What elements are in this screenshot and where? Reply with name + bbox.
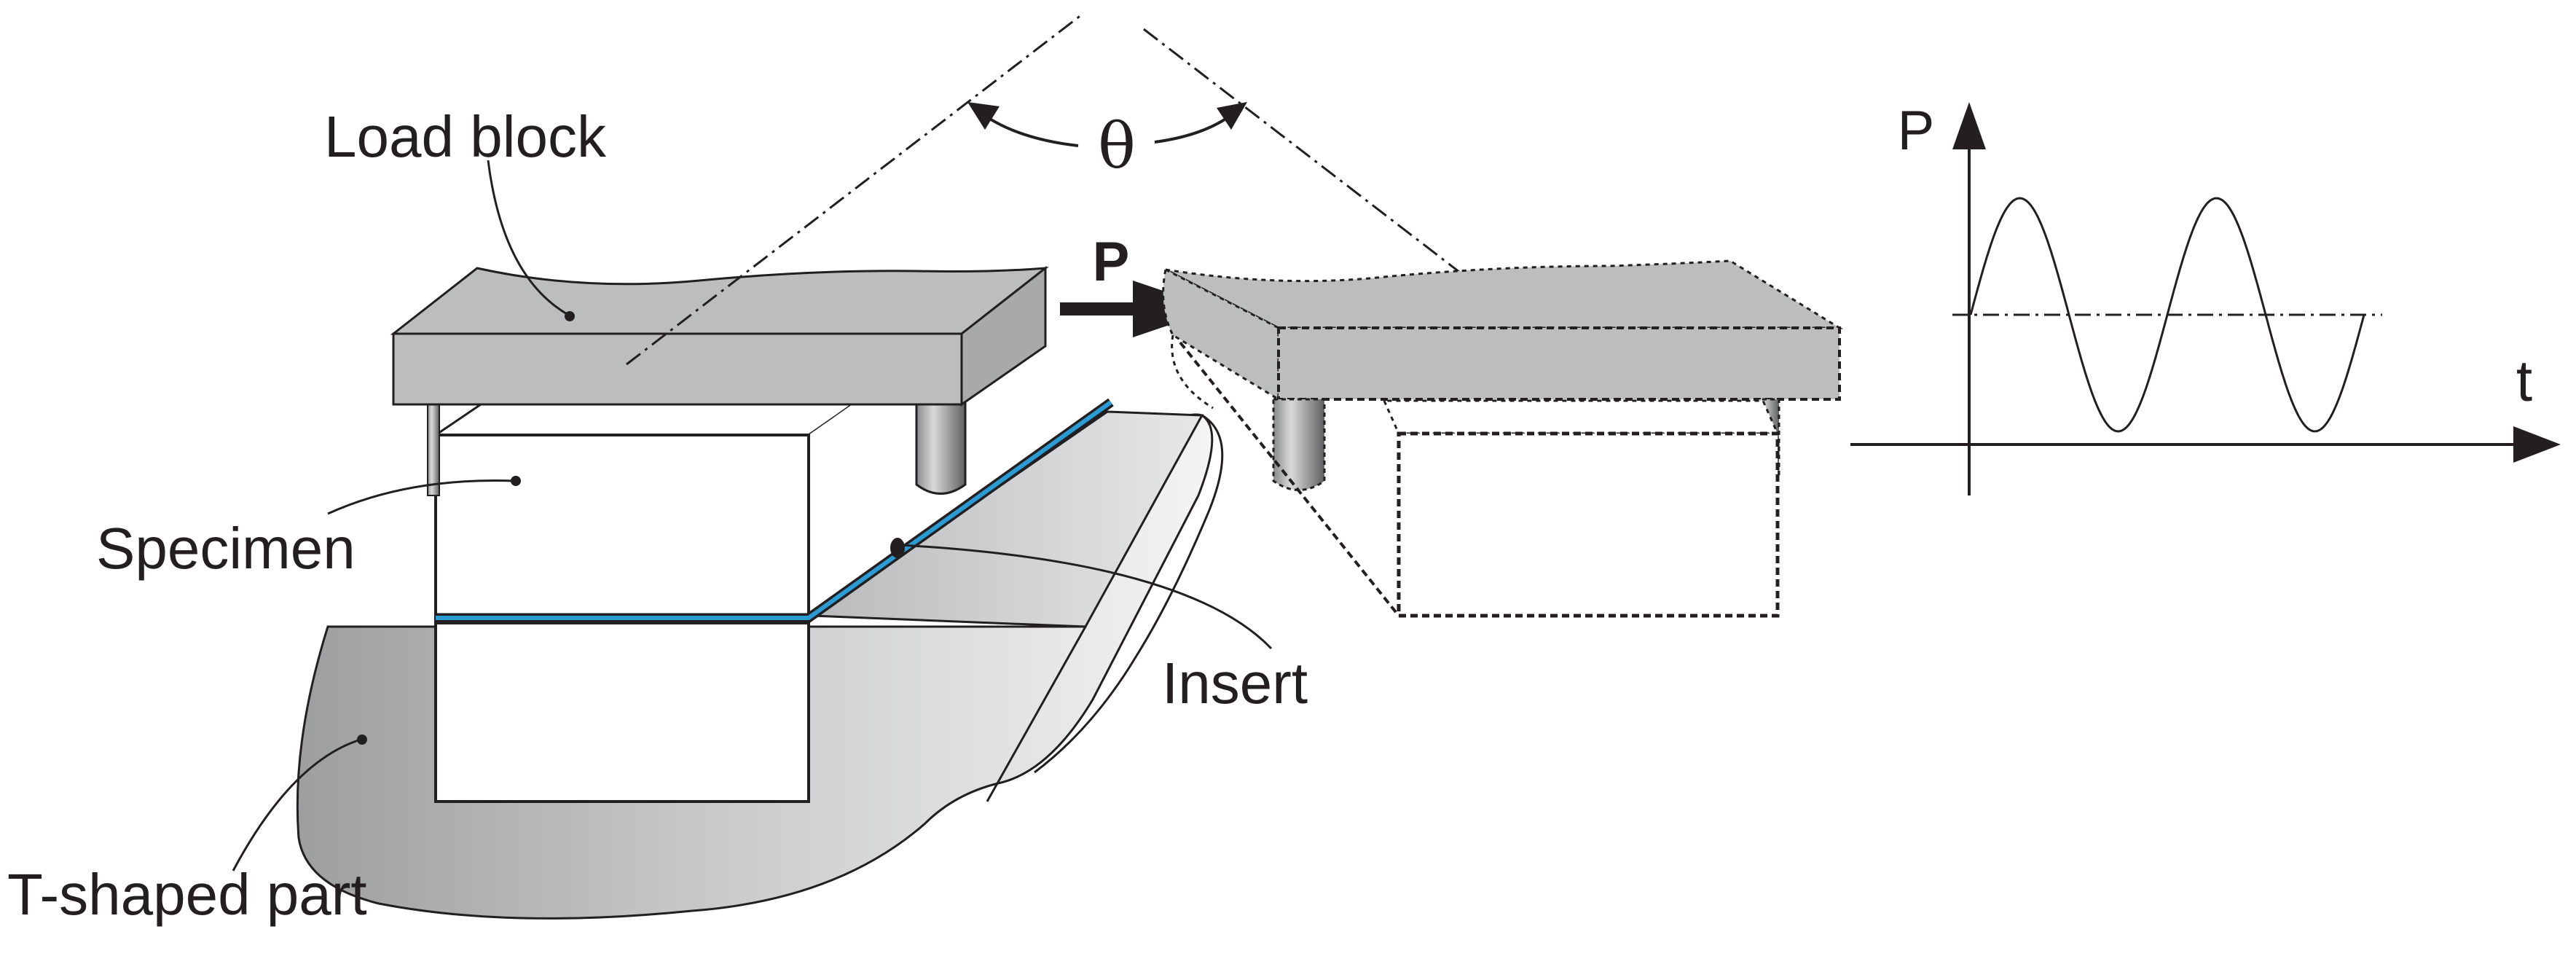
graph-y-axis-label: P <box>1898 100 1935 162</box>
pin-rear <box>915 399 967 495</box>
specimen-lower <box>434 622 810 803</box>
specimen-front-face <box>434 434 810 622</box>
insert-layer <box>436 398 1114 623</box>
insert-leader-dot <box>890 538 905 558</box>
specimen-leader <box>327 479 514 515</box>
graph-load-curve <box>1969 197 2365 433</box>
displaced-load-block-top <box>1165 259 1844 329</box>
load-block-top <box>390 267 1049 335</box>
theta-arrowhead-right <box>1217 102 1247 130</box>
displaced-specimen-front <box>1397 431 1780 618</box>
t-shaped-part-leader-dot <box>357 734 367 745</box>
theta-arrowhead-left <box>967 102 1000 130</box>
pin-front-left <box>427 404 440 496</box>
force-arrow-shaft <box>1060 302 1140 316</box>
graph-x-axis-label: t <box>2516 348 2532 413</box>
load-pins <box>427 399 967 496</box>
t-shaped-part-label: T-shaped part <box>7 862 367 927</box>
specimen-top-face <box>432 403 856 436</box>
force-label: P <box>1093 231 1130 293</box>
load-block <box>390 265 1049 407</box>
specimen-label: Specimen <box>96 516 356 581</box>
load-block-leader-dot <box>565 311 575 321</box>
displaced-specimen-edge <box>1179 341 1400 617</box>
displaced-load-block-side <box>1162 267 1280 401</box>
load-block-leader <box>487 160 569 316</box>
displaced-load-block-front <box>1277 326 1841 401</box>
load-block-front <box>392 332 963 406</box>
insert-label: Insert <box>1162 651 1308 716</box>
load-block-label: Load block <box>324 104 607 169</box>
t-shaped-part-rib <box>986 626 1087 802</box>
specimen-leader-dot <box>511 476 521 486</box>
displaced-configuration <box>1162 259 1844 618</box>
angle-theta: θ <box>967 102 1247 183</box>
load-time-graph: P t <box>1850 100 2561 495</box>
callouts <box>232 160 1273 871</box>
t-shaped-part-torn-edge <box>1034 414 1224 774</box>
displaced-tie-line <box>1171 334 1214 410</box>
displaced-specimen-top <box>1382 399 1780 435</box>
graph-x-axis-arrowhead <box>2513 426 2561 463</box>
t-shaped-part-leader <box>232 738 361 871</box>
graph-y-axis-arrowhead <box>1952 102 1986 149</box>
displaced-pin-left <box>1272 398 1326 491</box>
theta-label: θ <box>1098 110 1136 183</box>
insert-line <box>436 400 1112 620</box>
insert-leader <box>899 544 1273 650</box>
